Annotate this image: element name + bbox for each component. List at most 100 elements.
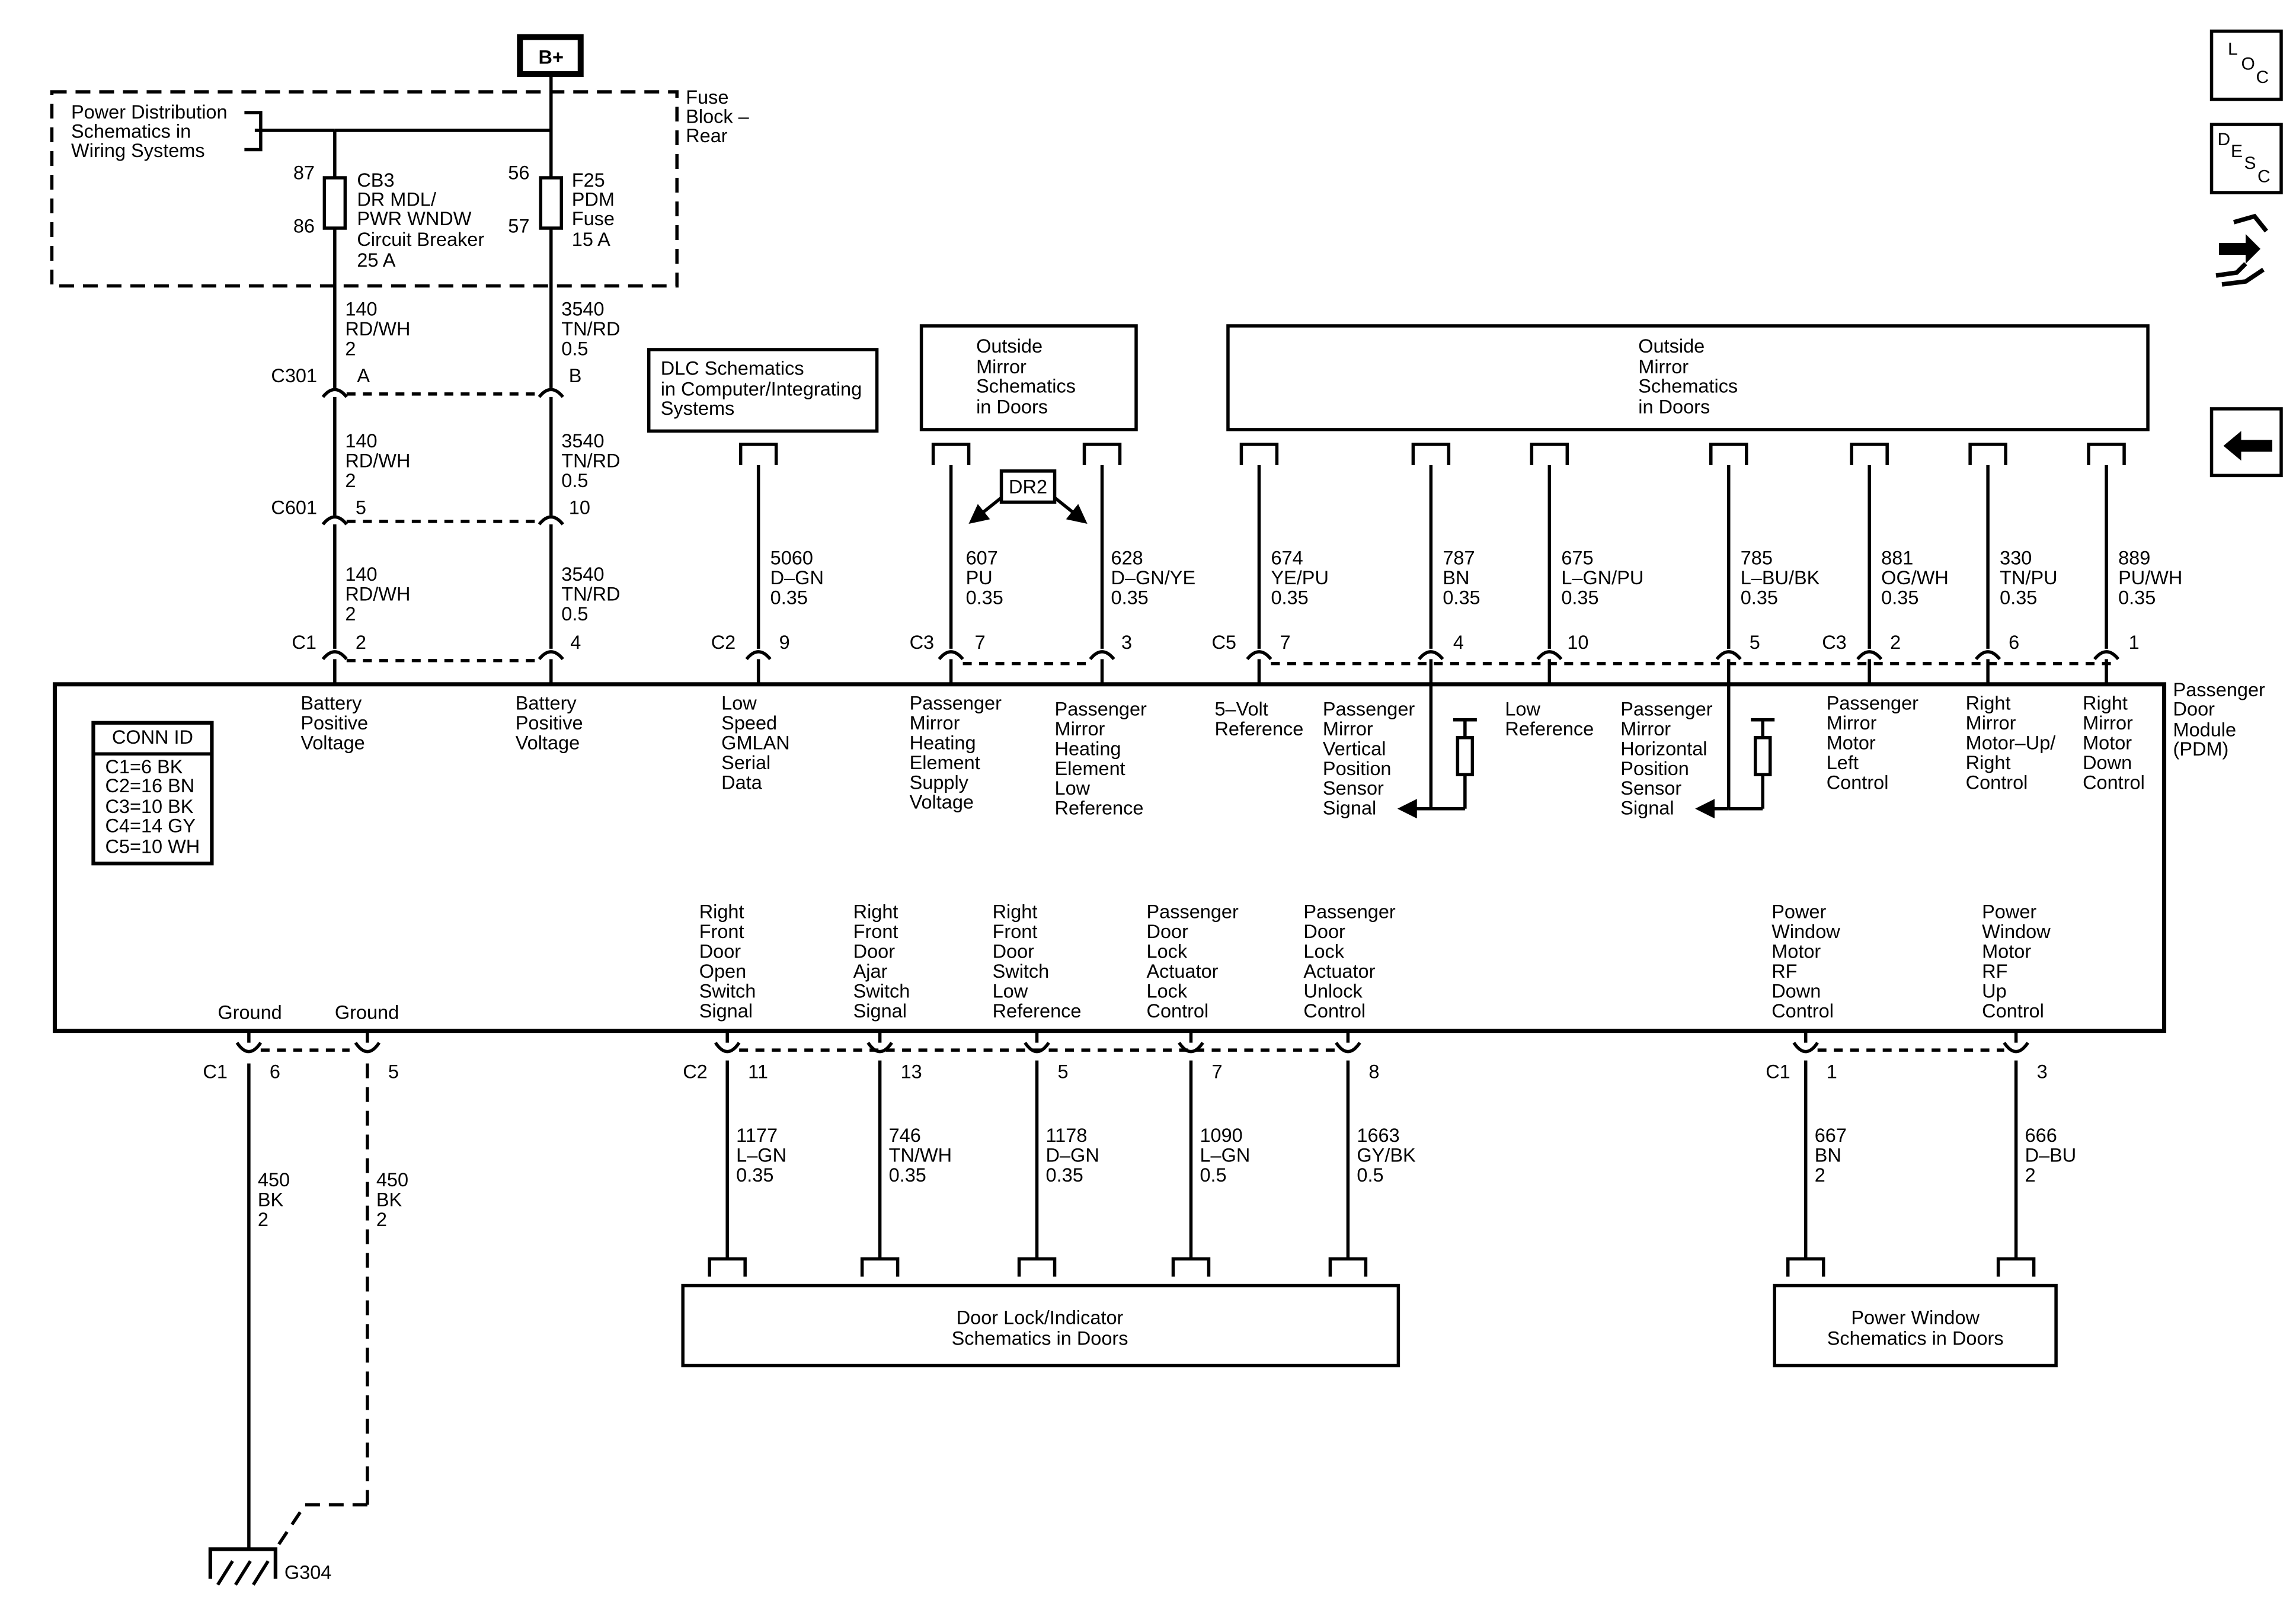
wire-left-2-line-0: 140 — [345, 564, 377, 585]
outside-mirror-reference-box-1 — [919, 324, 1138, 431]
bottom-wire-label-4-line-1: D–GN — [1046, 1145, 1099, 1166]
module-bottom-label-3-line-1: Front — [853, 921, 898, 942]
mirror2-connector-3 — [1715, 650, 1742, 661]
outside-mirror-reference-box-2 — [1226, 324, 2150, 431]
module-top-label-8-line-2: Horizontal — [1620, 738, 1707, 759]
wire-left-0-line-0: 140 — [345, 298, 377, 319]
mirror-ref2-2: Mirror — [1638, 356, 1689, 377]
module-bottom-label-2-line-0: Right — [699, 901, 744, 923]
module-bottom-label-5-line-5: Control — [1147, 1000, 1209, 1022]
pwrwin-ref-2: Schematics in Doors — [1827, 1328, 2004, 1349]
door-lock-reference-box — [681, 1283, 1400, 1368]
bottom-wire-label-4-line-2: 0.35 — [1046, 1164, 1083, 1186]
wire-left-0-line-1: RD/WH — [345, 318, 410, 340]
conn-id-c5: C5=10 WH — [105, 836, 200, 857]
module-bottom-label-4-line-4: Low — [993, 981, 1028, 1002]
bottom-wire-label-7-line-0: 667 — [1815, 1125, 1847, 1146]
module-bottom-label-8-line-3: RF — [1982, 961, 2007, 982]
wire-mirror2-3-line-0: 785 — [1741, 547, 1773, 568]
dlc-ref-2: in Computer/Integrating — [661, 378, 862, 399]
connector-c601: C601 — [271, 497, 317, 518]
wire-left-1-line-0: 140 — [345, 430, 377, 452]
module-bottom-label-7-line-3: RF — [1771, 961, 1797, 982]
bottom-pin-1: 5 — [388, 1061, 399, 1083]
module-top-label-8-line-1: Mirror — [1620, 718, 1671, 740]
module-bottom-label-8-line-0: Power — [1982, 901, 2036, 923]
bottom-wire-label-3-line-0: 746 — [889, 1125, 921, 1146]
mirror-ref1-2: Mirror — [976, 356, 1027, 377]
wire-5060-line-1: D–GN — [770, 567, 824, 588]
module-top-label-11-line-1: Mirror — [2083, 712, 2133, 734]
mirror2-connector-4 — [1856, 650, 1883, 661]
wire-mirror2-2-line-2: 0.35 — [1561, 587, 1598, 608]
wire-mirror2-1-line-0: 787 — [1443, 547, 1475, 568]
module-top-label-8-line-0: Passenger — [1620, 698, 1712, 719]
c3r-pin-1: 6 — [2009, 632, 2019, 653]
wire-5060-line-0: 5060 — [770, 547, 813, 568]
bottom-terminal-5 — [1171, 1257, 1211, 1277]
cb-pin-86: 86 — [293, 215, 315, 236]
wire-mirror2-6-line-0: 889 — [2118, 547, 2150, 568]
bottom-connector-0 — [235, 1042, 263, 1054]
bottom-pin-3: 13 — [901, 1061, 922, 1083]
bottom-wire-label-2-line-0: 1177 — [736, 1125, 778, 1146]
desc-icon[interactable] — [2209, 123, 2283, 194]
c301-pin-a: A — [357, 365, 370, 386]
module-top-label-6-line-2: Vertical — [1323, 738, 1386, 759]
module-bottom-label-7-line-2: Motor — [1771, 941, 1821, 962]
fuse-block-outline — [50, 90, 679, 288]
module-bottom-label-4-line-5: Reference — [993, 1000, 1082, 1022]
bottom-connector-7 — [1792, 1042, 1819, 1054]
cb-label-4: Circuit Breaker — [357, 229, 484, 250]
c5-pin-1: 4 — [1453, 632, 1464, 653]
module-bottom-label-8-line-1: Window — [1982, 921, 2051, 942]
module-top-label-4-line-0: Passenger — [1055, 698, 1147, 719]
c3-pin-3: 3 — [1121, 632, 1132, 653]
connector-c1-top: C1 — [292, 632, 316, 653]
connector-c5: C5 — [1211, 632, 1236, 653]
module-bottom-label-6-line-4: Unlock — [1303, 981, 1363, 1002]
bottom-pin-2: 11 — [748, 1061, 768, 1083]
cb-pin-87: 87 — [293, 162, 315, 184]
bottom-terminal-8 — [1996, 1257, 2036, 1277]
bottom-wire-label-1-line-1: BK — [376, 1189, 402, 1211]
module-top-label-10-line-1: Mirror — [1966, 712, 2016, 734]
bottom-wire-label-6-line-2: 0.5 — [1357, 1164, 1383, 1186]
module-top-label-4-line-1: Mirror — [1055, 718, 1105, 740]
fuse-label-4: 15 A — [572, 229, 610, 250]
module-top-label-7-line-1: Reference — [1505, 718, 1594, 740]
conn-id-box — [91, 721, 214, 866]
back-arrow-icon[interactable] — [2209, 407, 2283, 478]
mirror-ref1-3: Schematics — [976, 375, 1076, 396]
loc-icon[interactable] — [2209, 29, 2283, 101]
wire-left-1-line-1: RD/WH — [345, 450, 410, 471]
module-top-label-1-line-0: Battery — [516, 692, 577, 713]
bottom-wire-label-7-line-1: BN — [1815, 1145, 1841, 1166]
wire-right-2-line-0: 3540 — [561, 564, 604, 585]
bottom-connector-4 — [1024, 1042, 1050, 1054]
module-top-label-2-line-0: Low — [721, 692, 757, 713]
connector-tool-icon[interactable] — [2215, 213, 2268, 287]
module-bottom-label-7-line-1: Window — [1771, 921, 1840, 942]
bottom-terminal-7 — [1786, 1257, 1825, 1277]
mirror-ref1-1: Outside — [976, 335, 1043, 357]
c1-pin-2: 2 — [356, 632, 366, 653]
c301-pin-b: B — [569, 365, 582, 386]
module-top-label-4-line-3: Element — [1055, 758, 1125, 779]
c3r-pin-2: 1 — [2129, 632, 2140, 653]
connector-c301: C301 — [271, 365, 317, 386]
mirror-ref2-4: in Doors — [1638, 396, 1710, 417]
module-bottom-label-4-line-2: Door — [993, 941, 1035, 962]
module-bottom-label-6-line-0: Passenger — [1303, 901, 1395, 923]
bottom-wire-label-6-line-1: GY/BK — [1357, 1145, 1416, 1166]
module-top-label-10-line-2: Motor–Up/ — [1966, 732, 2057, 753]
bottom-pin-6: 8 — [1368, 1061, 1379, 1083]
wire-607-line-0: 607 — [966, 547, 998, 568]
mirror-ref1-4: in Doors — [976, 396, 1048, 417]
dlc-ref-1: DLC Schematics — [661, 357, 804, 379]
bplus-label: B+ — [539, 47, 564, 68]
bottom-terminal-2 — [708, 1257, 747, 1277]
module-bottom-label-7-line-4: Down — [1771, 981, 1821, 1002]
cb-label-5: 25 A — [357, 249, 395, 271]
bottom-wire-label-3-line-2: 0.35 — [889, 1164, 926, 1186]
